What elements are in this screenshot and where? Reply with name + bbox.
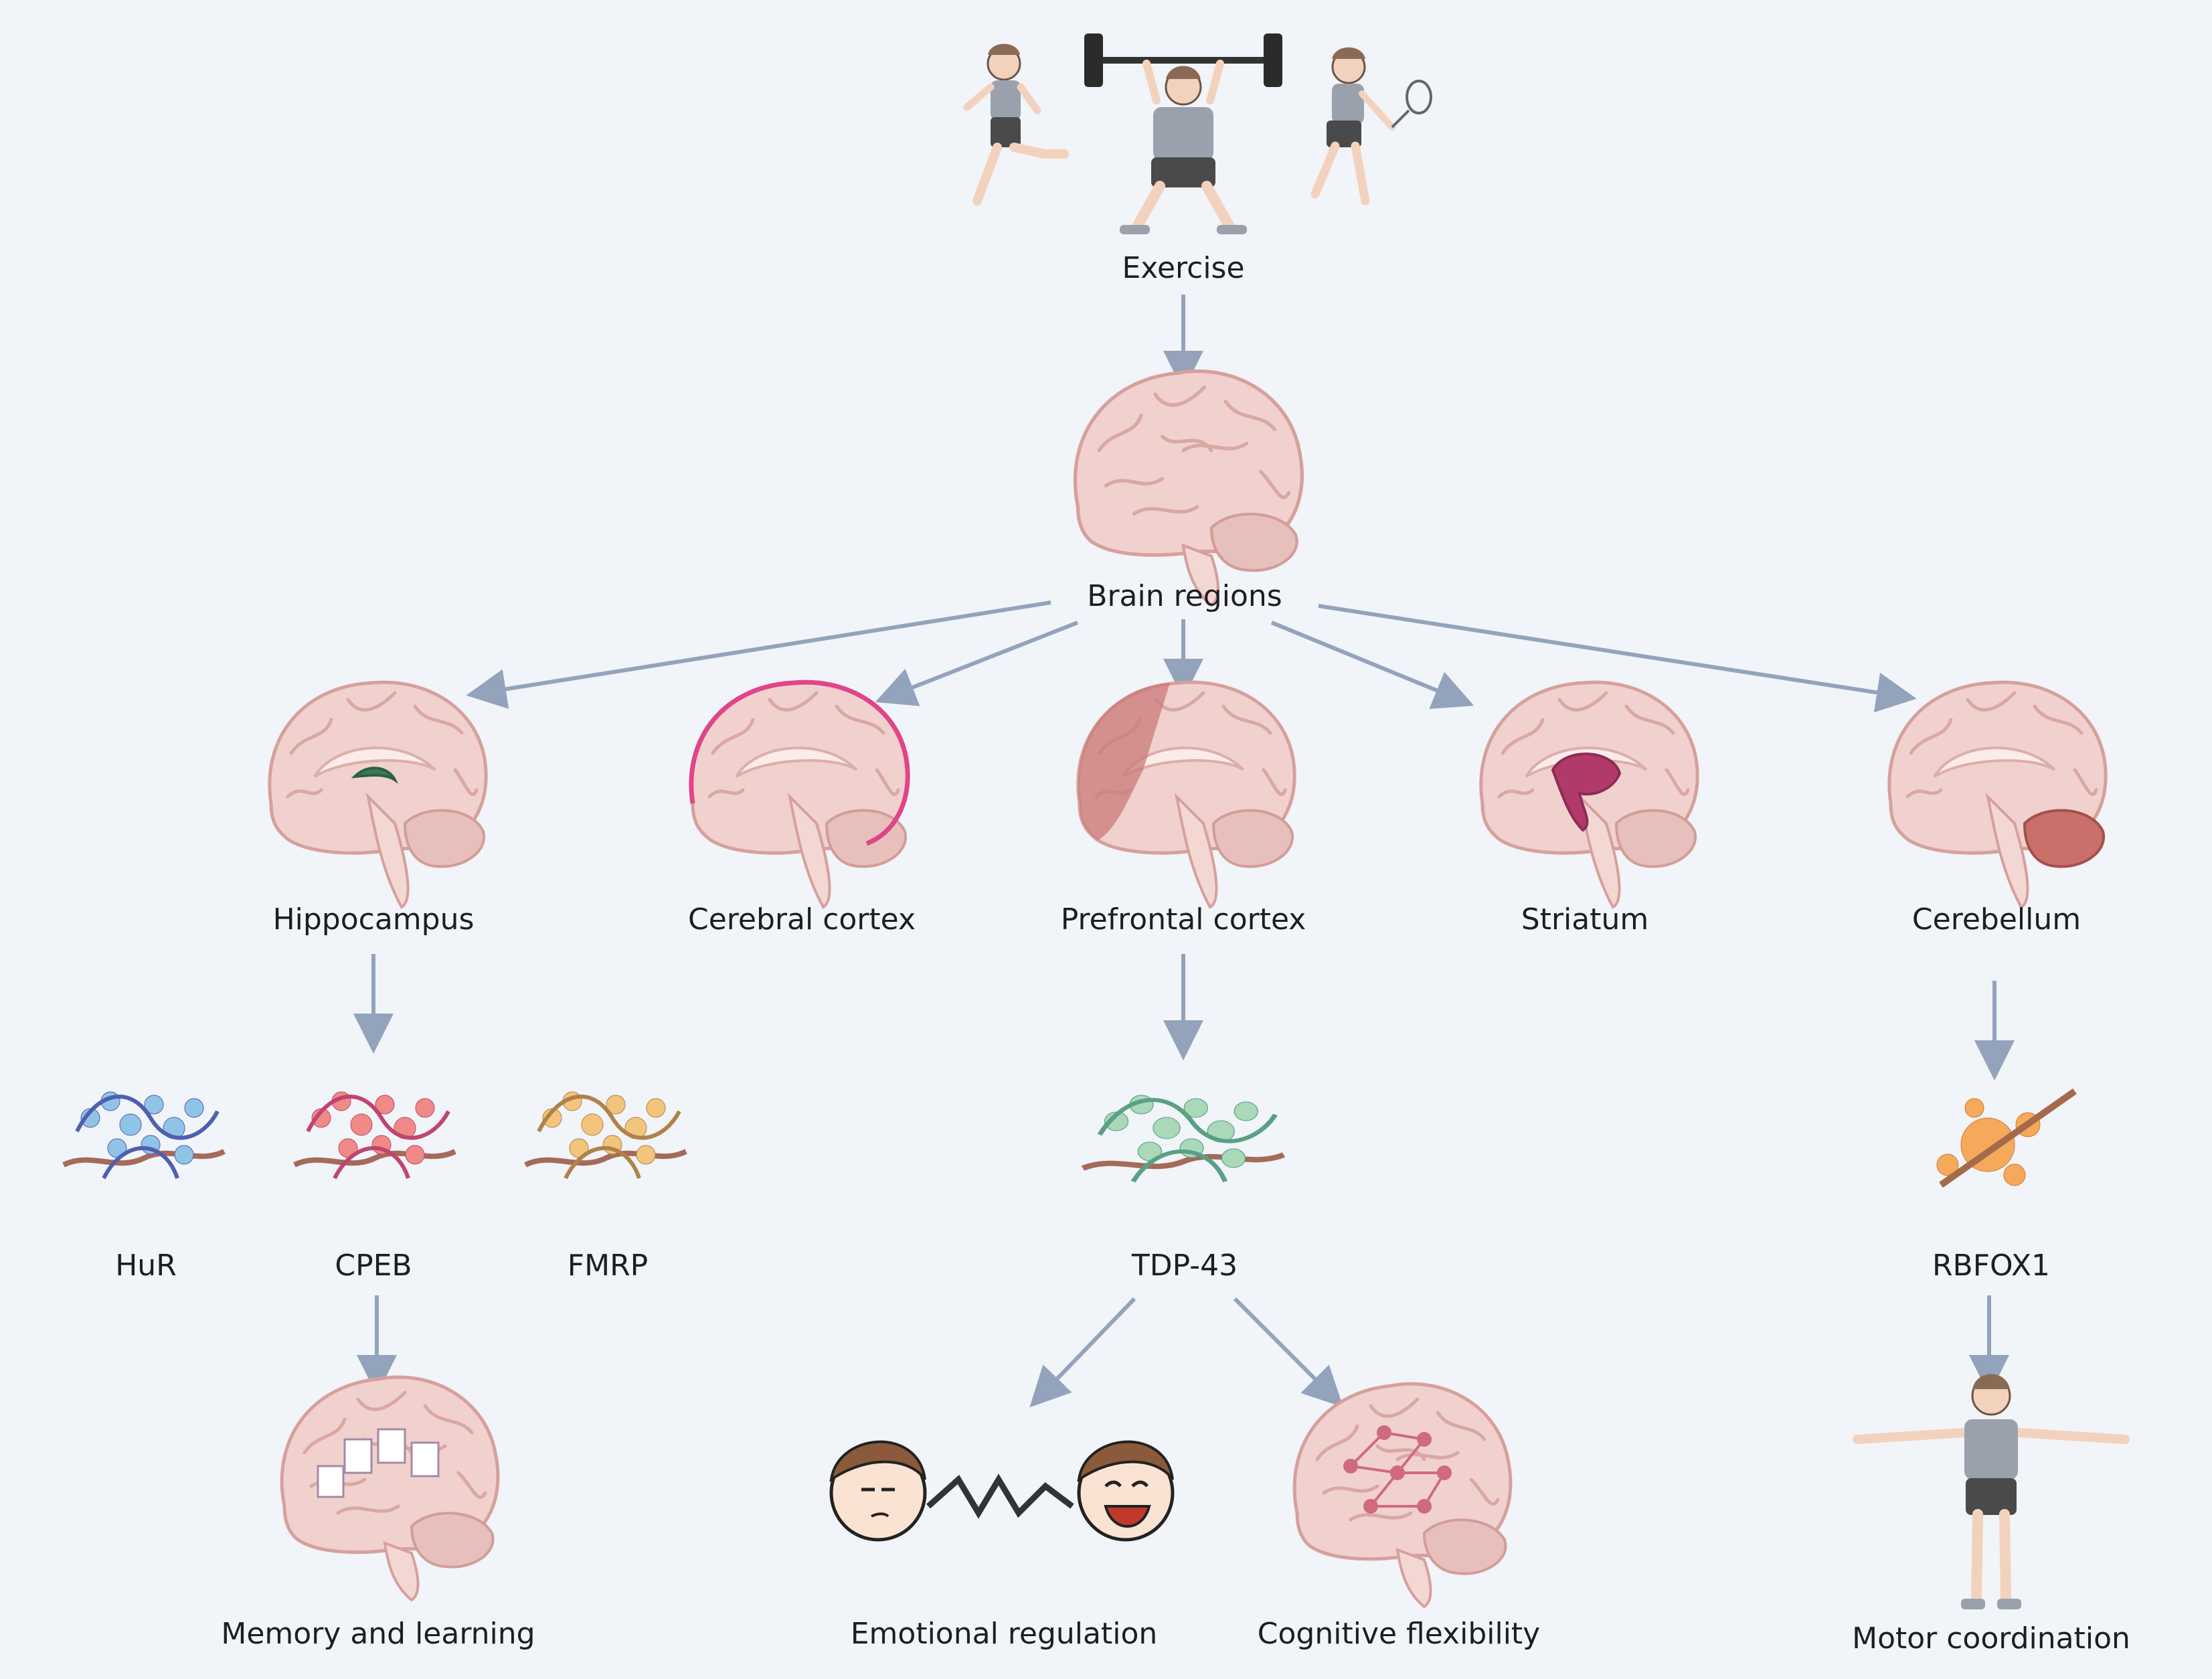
- arrow-to-cerebral-cortex: [875, 621, 1079, 706]
- cerebellum-label: Cerebellum: [1912, 902, 2081, 937]
- memory-learning-label: Memory and learning: [221, 1617, 535, 1651]
- tdp43-label: TDP-43: [1131, 1249, 1238, 1283]
- hur-label: HuR: [115, 1249, 177, 1283]
- arrow-to-cerebellum: [1318, 604, 1917, 713]
- cerebral-cortex-label: Cerebral cortex: [688, 902, 916, 937]
- motor-coordination-label: Motor coordination: [1852, 1621, 2130, 1656]
- tdp43-protein-icon: [1083, 1095, 1284, 1182]
- person-arms-out-icon: [1853, 1374, 2130, 1609]
- striatum-brain-icon: [1481, 682, 1697, 907]
- exercise-label: Exercise: [1122, 251, 1244, 285]
- cognitive-flexibility-label: Cognitive flexibility: [1258, 1617, 1540, 1651]
- cpeb-protein-icon: [294, 1092, 455, 1178]
- faces-icon: [829, 1440, 1175, 1542]
- memory-brain-icon: [282, 1377, 498, 1600]
- fmrp-protein-icon: [525, 1092, 686, 1178]
- hippocampus-label: Hippocampus: [273, 902, 475, 937]
- flow-arrows: [353, 295, 2015, 1408]
- fmrp-label: FMRP: [568, 1249, 648, 1283]
- rbfox1-protein-icon: [1936, 1088, 2077, 1188]
- cerebral-cortex-brain-icon: [689, 679, 910, 907]
- prefrontal-cortex-brain-icon: [1078, 682, 1294, 907]
- rbfox1-label: RBFOX1: [1932, 1249, 2050, 1283]
- arrow-to-hippocampus: [466, 601, 1051, 709]
- network-brain-icon: [1294, 1384, 1511, 1607]
- badminton-icon: [1310, 47, 1432, 206]
- hippocampus-brain-icon: [270, 682, 486, 907]
- emotional-regulation-label: Emotional regulation: [851, 1617, 1158, 1651]
- arrow-tdp43-to-emotion: [1029, 1297, 1136, 1408]
- hur-protein-icon: [64, 1092, 224, 1178]
- cpeb-label: CPEB: [335, 1249, 412, 1283]
- brain-icon: [1075, 371, 1302, 605]
- weightlifter-icon: [1084, 33, 1282, 234]
- runner-icon: [963, 44, 1069, 206]
- brain-regions-label: Brain regions: [1087, 579, 1282, 613]
- cerebellum-brain-icon: [1889, 682, 2106, 907]
- striatum-label: Striatum: [1521, 902, 1648, 937]
- prefrontal-cortex-label: Prefrontal cortex: [1061, 902, 1306, 937]
- arrow-to-striatum: [1270, 621, 1474, 710]
- arrow-tdp43-to-cognition: [1233, 1297, 1343, 1407]
